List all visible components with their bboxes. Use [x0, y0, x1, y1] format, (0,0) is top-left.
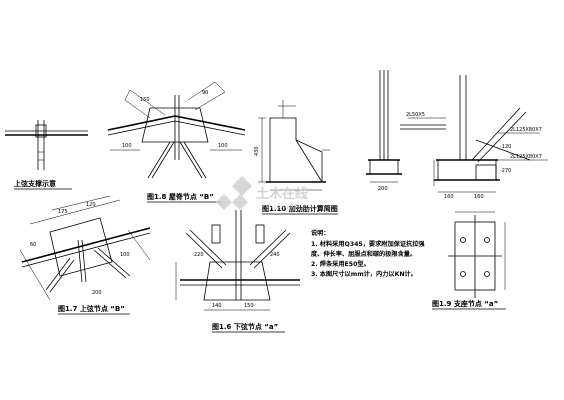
- fig-1-9-dim-1: 160: [444, 194, 454, 200]
- svg-text:100: 100: [218, 143, 228, 149]
- fig-1-9-dim-2: 160: [474, 194, 484, 200]
- fig-1-9-label-1: 2L50X5: [406, 112, 425, 118]
- watermark-sub: co188.com: [266, 203, 299, 210]
- notes-line-2: 度、伸长率、屈服点和碳的极限含量。: [311, 250, 416, 258]
- fig-1-9-label-5: -270: [500, 168, 511, 174]
- fig-1-6-lower-chord-node: 140 150 220 240 图1.6 下弦节点 “a”: [175, 210, 300, 333]
- fig-1-7-upper-chord-node: 175 120 60 100 200 图1.7 上弦节点 “B”: [19, 195, 151, 315]
- notes-block: 说明： 1. 材料采用Q345，要求附加保证抗拉强 度、伸长率、屈服点和碳的极限…: [311, 229, 425, 278]
- fig-1-6-dim-1: 140: [212, 303, 222, 309]
- fig-1-9-support-elevations: 2L50X5 2L125X80X7 2L125X80X7 -120 -270 1…: [366, 70, 548, 200]
- fig-1-7-dim-3: 60: [30, 242, 36, 248]
- fig-1-7-dim-4: 100: [120, 252, 130, 258]
- fig-1-9-caption: 图1.9 支座节点 “a”: [432, 299, 498, 308]
- upper-chord-schematic: 上弦支撑示意: [5, 120, 88, 190]
- fig-1-7-caption: 图1.7 上弦节点 “B”: [58, 304, 125, 313]
- fig-1-9-dim-3: 200: [378, 186, 388, 192]
- fig-1-6-caption: 图1.6 下弦节点 “a”: [212, 322, 278, 331]
- notes-title: 说明：: [311, 229, 330, 237]
- fig-1-9-label-2: 2L125X80X7: [510, 127, 542, 133]
- svg-text:90: 90: [202, 90, 208, 96]
- notes-line-4: 3. 本图尺寸以mm计，内力以KN计。: [311, 270, 417, 278]
- fig-1-10-stiffener: 430 图1.10 加劲肋计算简图: [254, 100, 338, 215]
- fig-1-8-ridge-node: 150 90 100 100 图1.8 屋脊节点 “B”: [107, 81, 246, 203]
- fig-1-9-label-3: 2L125X80X7: [510, 154, 542, 160]
- fig-1-6-dim-4: 240: [270, 252, 280, 258]
- watermark-text: 土木在线: [256, 186, 308, 202]
- fig-1-6-dim-3: 220: [194, 252, 204, 258]
- fig-1-7-dim-2: 120: [86, 202, 96, 208]
- fig-1-10-height-dim: 430: [254, 146, 260, 156]
- fig-1-10-caption: 图1.10 加劲肋计算简图: [262, 204, 338, 213]
- fig-1-8-caption: 图1.8 屋脊节点 “B”: [147, 192, 214, 201]
- watermark-logo-icon: [216, 176, 252, 210]
- fig-1-9-label-4: -120: [500, 144, 511, 150]
- fig-1-6-dim-2: 150: [244, 303, 254, 309]
- notes-line-1: 1. 材料采用Q345，要求附加保证抗拉强: [311, 240, 425, 248]
- notes-line-3: 2. 焊条采用E50型。: [311, 260, 370, 268]
- fig-1-7-dim-1: 175: [58, 209, 68, 215]
- fig-1-9-plan: 图1.9 支座节点 “a”: [432, 211, 506, 310]
- svg-text:150: 150: [140, 97, 150, 103]
- svg-text:100: 100: [122, 143, 132, 149]
- upper-chord-caption: 上弦支撑示意: [14, 179, 56, 188]
- fig-1-7-dim-5: 200: [92, 290, 102, 296]
- watermark: 土木在线 co188.com: [216, 176, 308, 210]
